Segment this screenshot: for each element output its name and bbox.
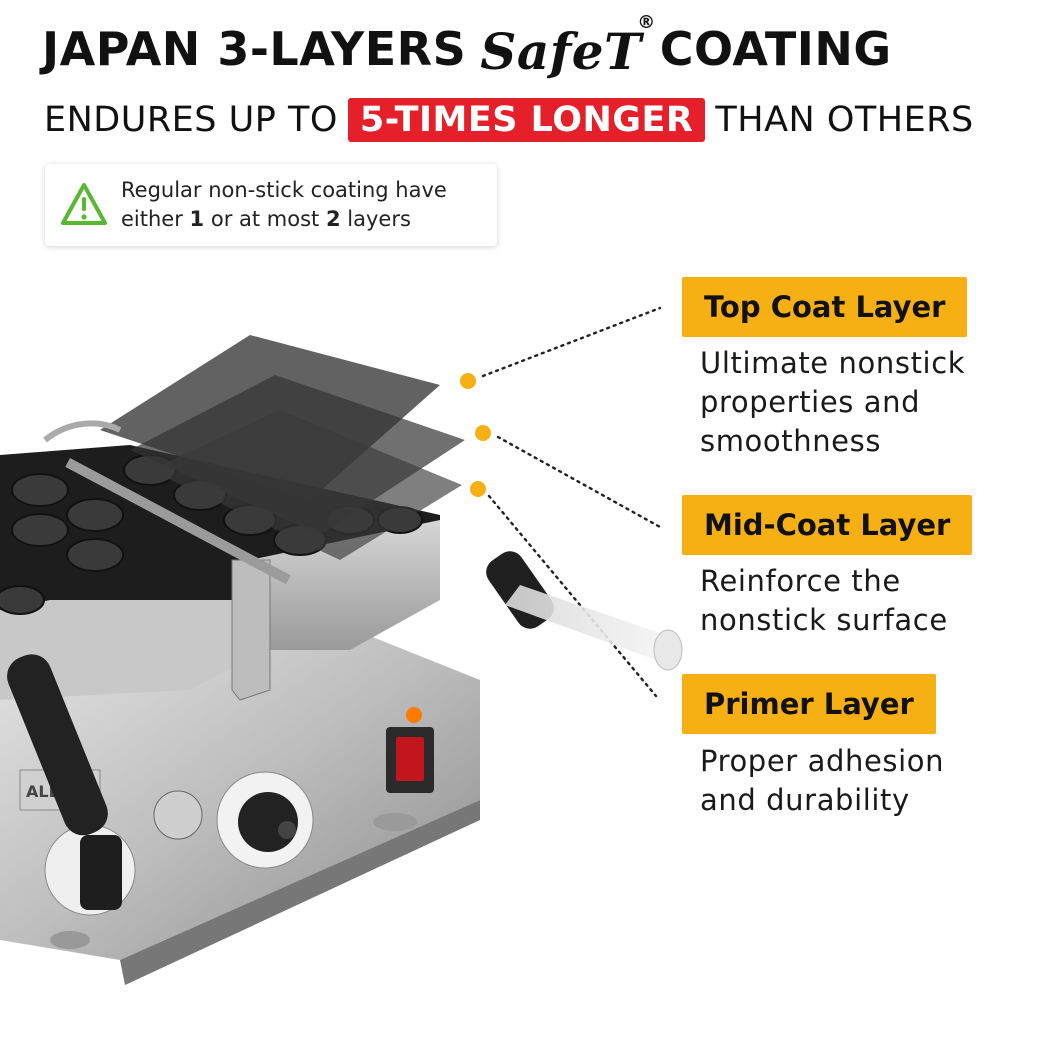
primer-layer-sheet (150, 410, 462, 560)
headline-part2: COATING (659, 22, 892, 76)
brand-logo: SafeT® (480, 12, 655, 81)
right-handle-rod (505, 585, 680, 665)
timer-knob (80, 835, 122, 910)
mid-coat-desc: Reinforce the nonstick surface (700, 564, 948, 637)
headline-part1: JAPAN 3-LAYERS (42, 22, 467, 76)
hinge-rod (65, 458, 291, 585)
hinge-bracket (231, 559, 271, 701)
note-text: Regular non-stick coating have either 1 … (121, 176, 447, 234)
gas-hose (43, 420, 122, 443)
top-coat-dot (460, 373, 476, 389)
power-switch (396, 737, 424, 781)
warning-triangle-icon (61, 183, 107, 225)
waffle-machine-image: ALD (0, 335, 683, 985)
subheadline: ENDURES UP TO 5-TIMES LONGER THAN OTHERS (44, 98, 974, 142)
coating-note: Regular non-stick coating have either 1 … (45, 164, 497, 246)
mid-coat-dot (475, 425, 491, 441)
primer-dot (470, 481, 486, 497)
foot (50, 931, 90, 949)
subheadline-after: THAN OTHERS (715, 100, 974, 140)
mid-coat-leader (496, 435, 662, 529)
foot (373, 813, 417, 831)
primer-desc: Proper adhesion and durability (700, 744, 945, 817)
note-line2: either 1 or at most 2 layers (121, 207, 411, 231)
brand-name: SafeT (480, 22, 642, 81)
left-handle (7, 654, 108, 836)
note-line1: Regular non-stick coating have (121, 178, 447, 202)
indicator-light (406, 707, 422, 723)
top-coat-desc: Ultimate nonstick properties and smoothn… (700, 346, 966, 458)
headline: JAPAN 3-LAYERS SafeT® COATING (42, 12, 892, 81)
mid-coat-tag: Mid-Coat Layer (682, 495, 973, 555)
registered-mark: ® (637, 12, 656, 33)
primer-leader (487, 494, 658, 698)
subheadline-before: ENDURES UP TO (44, 100, 338, 140)
subheadline-highlight: 5-TIMES LONGER (347, 98, 706, 142)
primer-tag: Primer Layer (682, 674, 936, 734)
top-coat-tag: Top Coat Layer (682, 277, 968, 337)
